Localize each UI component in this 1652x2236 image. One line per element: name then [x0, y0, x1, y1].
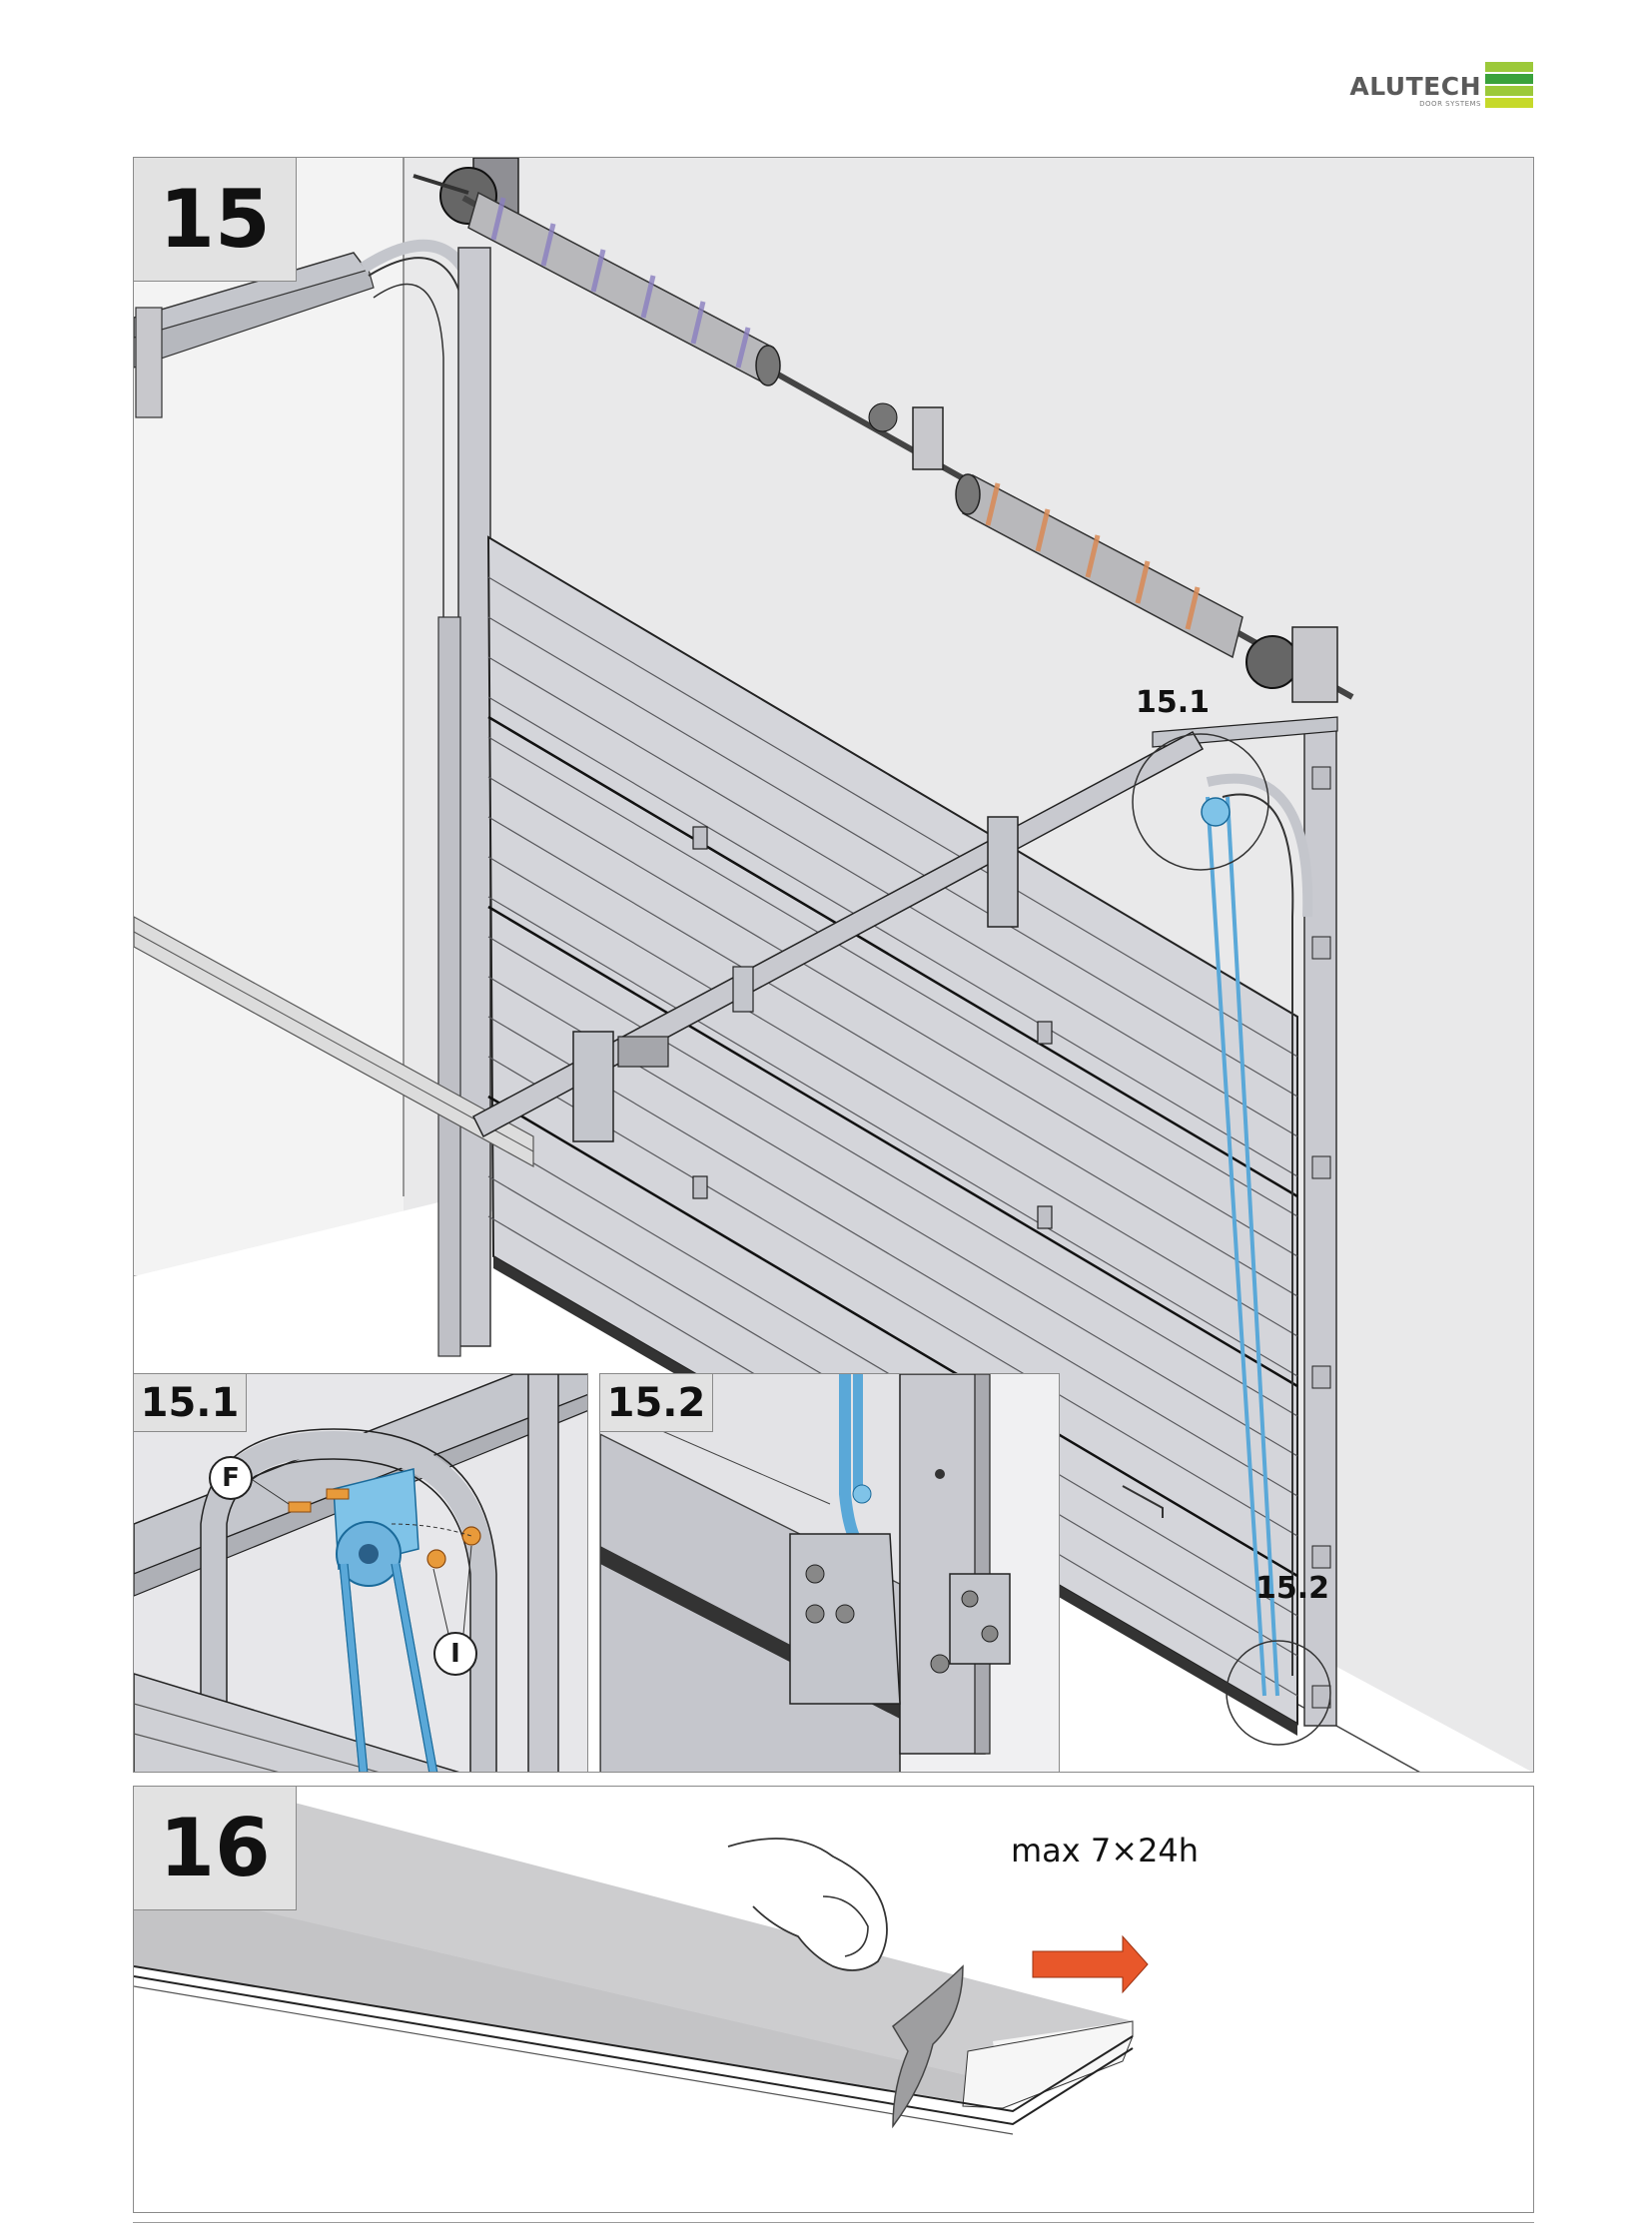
right-torsion-spring — [955, 473, 1243, 659]
push-arrow-icon — [1032, 1934, 1149, 1994]
detail-15-2-label: 15.2 — [600, 1374, 713, 1432]
left-torsion-spring — [467, 191, 781, 386]
brand-stripes-icon — [1485, 62, 1533, 108]
detail-15-1-illustration — [134, 1374, 587, 1772]
detail-15-1-panel: 15.1 F I — [133, 1373, 588, 1773]
detail-15-2-panel: 15.2 — [599, 1373, 1060, 1773]
detail-15-2-illustration — [600, 1374, 1059, 1772]
detail-15-1-label: 15.1 — [134, 1374, 247, 1432]
protective-film-illustration — [134, 1787, 1533, 2212]
tag-i: I — [433, 1632, 477, 1676]
tag-f: F — [209, 1456, 253, 1500]
brand-tagline: DOOR SYSTEMS — [1419, 100, 1481, 108]
step-16-number: 16 — [134, 1787, 297, 1910]
callout-15-2: 15.2 — [1255, 1571, 1330, 1606]
time-limit-note: max 7×24h — [1011, 1832, 1200, 1869]
callout-15-1: 15.1 — [1136, 685, 1211, 720]
brand-logo: ALUTECH DOOR SYSTEMS — [1343, 60, 1533, 112]
brand-name: ALUTECH — [1349, 72, 1481, 101]
step-15-number: 15 — [134, 158, 297, 282]
step-16-panel: 16 max 7×24h — [133, 1786, 1534, 2213]
footer-divider — [133, 2222, 1534, 2223]
